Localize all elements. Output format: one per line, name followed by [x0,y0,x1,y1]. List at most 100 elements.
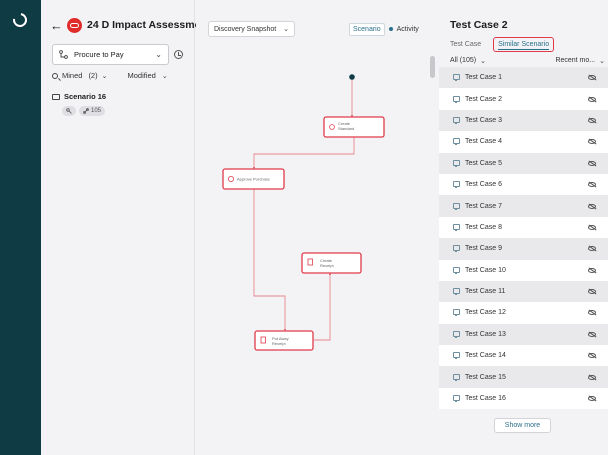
search-icon[interactable] [52,72,58,79]
tab-similar-scenario[interactable]: Similar Scenario [493,37,555,52]
scenario-item[interactable]: Scenario 16 [52,92,106,101]
list-item[interactable]: Test Case 3 [439,109,608,132]
app-logo-icon[interactable] [10,10,30,30]
list-item[interactable]: Test Case 2 [439,88,608,110]
list-item[interactable]: Test Case 10 [439,259,608,281]
flow-node-create-receipt[interactable]: Create Receipt [301,252,362,274]
node-label: Create [320,258,333,263]
list-item-label: Test Case 10 [465,266,506,274]
eye-off-icon[interactable] [588,353,596,359]
filter-mined[interactable]: Mined [62,71,83,80]
scenario-type-chip [62,106,76,116]
test-case-icon [453,352,460,360]
snapshot-select[interactable]: Discovery Snapshot ⌄ [208,21,295,37]
process-select[interactable]: Procure to Pay ⌄ [52,44,169,65]
snapshot-select-value: Discovery Snapshot [214,25,277,33]
test-case-icon [453,223,460,231]
view-activity-option[interactable]: Activity [396,25,419,33]
eye-off-icon[interactable] [588,182,596,188]
left-panel: ← 24 D Impact Assessment Procure to Pay … [41,0,210,455]
show-more-button[interactable]: Show more [494,418,551,433]
list-item[interactable]: Test Case 15 [439,366,608,388]
list-item[interactable]: Test Case 1 [439,67,608,89]
node-gear-icon [329,124,335,130]
test-case-icon [453,266,460,274]
list-item[interactable]: Test Case 8 [439,216,608,239]
node-label: Approve Purchase [237,177,271,182]
test-case-icon [453,138,460,146]
eye-off-icon[interactable] [588,396,596,402]
list-item[interactable]: Test Case 11 [439,280,608,303]
process-flow-diagram[interactable]: Create Standard Approve Purchase Create … [196,0,438,455]
eye-off-icon[interactable] [588,267,596,273]
eye-off-icon[interactable] [588,374,596,380]
app-rail [0,0,41,455]
chevron-down-icon[interactable]: ⌄ [599,58,605,65]
key-icon [453,74,460,82]
list-item-label: Test Case 4 [465,138,502,146]
chevron-down-icon: ⌄ [155,50,162,59]
history-clock-icon[interactable] [174,50,183,59]
list-item-label: Test Case 8 [465,223,502,231]
test-case-icon [453,159,460,167]
eye-off-icon[interactable] [588,310,596,316]
eye-off-icon[interactable] [588,139,596,145]
scenario-filters: Mined (2) ⌄ Modified ⌄ [52,71,192,80]
node-document-icon [260,336,266,344]
list-item-label: Test Case 1 [465,74,502,82]
list-item[interactable]: Test Case 7 [439,195,608,217]
toggle-dot[interactable] [388,27,393,31]
list-item[interactable]: Test Case 4 [439,131,608,153]
list-item[interactable]: Test Case 12 [439,302,608,324]
process-select-value: Procure to Pay [74,50,124,59]
sort-select[interactable]: Recent mo... [555,57,596,64]
list-item[interactable]: Test Case 14 [439,345,608,367]
tab-similar-scenario-label: Similar Scenario [498,41,550,50]
panel-title: Test Case 2 [450,19,508,31]
link-icon [83,108,89,114]
chevron-down-icon[interactable]: ⌄ [480,58,486,65]
test-case-icon [453,181,460,189]
eye-off-icon[interactable] [588,96,596,102]
eye-off-icon[interactable] [588,75,596,81]
eye-off-icon[interactable] [588,331,596,337]
list-item[interactable]: Test Case 9 [439,238,608,260]
list-item-label: Test Case 12 [465,309,506,317]
eye-off-icon[interactable] [588,160,596,166]
filter-modified[interactable]: Modified [127,71,156,80]
chevron-down-icon: ⌄ [283,26,289,33]
eye-off-icon[interactable] [588,203,596,209]
node-label: Create [338,121,351,126]
canvas-scrollbar[interactable] [430,56,435,78]
view-scenario-option[interactable]: Scenario [349,22,385,36]
arrow-head [253,167,255,169]
list-item-label: Test Case 16 [465,395,506,403]
list-item[interactable]: Test Case 13 [439,323,608,346]
tab-test-case[interactable]: Test Case [450,41,482,48]
node-label: Receipt [272,341,286,346]
list-item-label: Test Case 9 [465,245,502,253]
chevron-down-icon[interactable]: ⌄ [101,72,108,80]
back-arrow-icon[interactable]: ← [50,17,63,33]
eye-off-icon[interactable] [588,289,596,295]
start-node[interactable] [349,74,355,80]
view-toggle: Scenario Activity [349,21,419,37]
filter-all[interactable]: All (105) [450,57,477,64]
flow-node-put-away-receipt[interactable]: Put Away Receipt [254,330,314,351]
node-label: Receipt [320,263,334,268]
eye-off-icon[interactable] [588,246,596,252]
list-item-label: Test Case 15 [465,373,506,381]
node-label: Put Away [272,336,289,341]
eye-off-icon[interactable] [588,117,596,123]
list-item[interactable]: Test Case 16 [439,387,608,410]
list-item[interactable]: Test Case 5 [439,152,608,174]
eye-off-icon[interactable] [588,224,596,230]
arrow-head [284,329,286,331]
list-item-label: Test Case 13 [465,330,506,338]
test-case-icon [453,330,460,338]
chevron-down-icon[interactable]: ⌄ [161,72,168,80]
list-item[interactable]: Test Case 6 [439,173,608,196]
flow-node-create-standard[interactable]: Create Standard [323,116,385,138]
flow-node-approve-purchase[interactable]: Approve Purchase [222,168,285,190]
